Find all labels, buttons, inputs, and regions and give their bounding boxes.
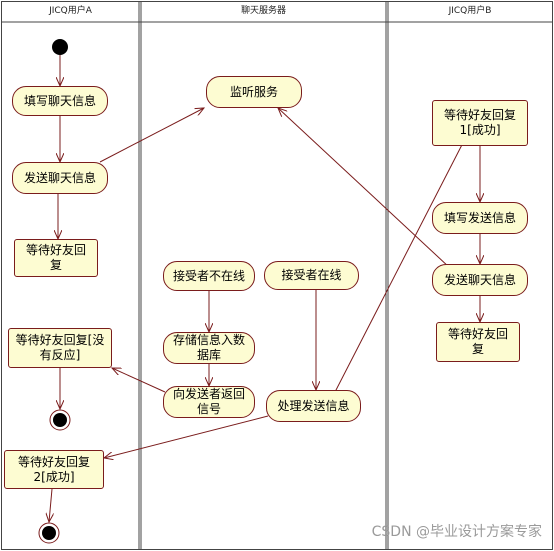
- edge-process-to-success2: [104, 415, 269, 458]
- action-send-chat-info-b: 发送聊天信息: [432, 264, 528, 296]
- action-return-signal-label: 向发送者返回信号: [172, 387, 245, 416]
- edge-success-to-final: [49, 488, 52, 522]
- initial-node: [52, 39, 68, 55]
- state-wait-friend-reply-b: 等待好友回复: [436, 322, 520, 362]
- state-wait-reply1-success-label: 等待好友回复1[成功]: [443, 108, 516, 137]
- final-node-2-core: [42, 526, 56, 540]
- action-fill-chat-info: 填写聊天信息: [12, 86, 108, 116]
- state-wait-reply2-success-label: 等待好友回复2[成功]: [17, 454, 90, 484]
- watermark: CSDN @毕业设计方案专家: [371, 524, 542, 540]
- action-store-to-db-label: 存储信息入数据库: [172, 333, 245, 362]
- action-send-chat-info-a-label: 发送聊天信息: [23, 170, 96, 185]
- state-wait-reply1-success: 等待好友回复1[成功]: [432, 100, 528, 146]
- action-return-signal: 向发送者返回信号: [163, 386, 255, 418]
- state-wait-no-response-label: 等待好友回复[没有反应]: [15, 333, 105, 362]
- edge-send-b-to-listen: [278, 108, 451, 269]
- action-receiver-online: 接受者在线: [264, 261, 359, 290]
- action-process-send: 处理发送信息: [266, 390, 361, 422]
- edge-process-to-reply1: [334, 135, 467, 393]
- action-receiver-online-label: 接受者在线: [281, 268, 342, 282]
- state-wait-friend-reply-b-label: 等待好友回复: [447, 327, 508, 356]
- action-send-chat-info-b-label: 发送聊天信息: [443, 272, 516, 287]
- lane-header-user-b: JICQ用户B: [448, 6, 492, 16]
- state-wait-no-response: 等待好友回复[没有反应]: [8, 328, 112, 368]
- action-listen-service-label: 监听服务: [229, 84, 278, 99]
- action-listen-service: 监听服务: [206, 76, 302, 108]
- action-send-chat-info-a: 发送聊天信息: [12, 162, 108, 194]
- lane-header-server: 聊天服务器: [240, 6, 286, 16]
- final-node-1-core: [53, 413, 67, 427]
- action-fill-send-info-label: 填写发送信息: [443, 210, 516, 225]
- action-fill-send-info: 填写发送信息: [432, 202, 528, 234]
- state-wait-reply2-success: 等待好友回复2[成功]: [4, 450, 104, 489]
- action-receiver-offline-label: 接受者不在线: [172, 268, 245, 283]
- action-fill-chat-info-label: 填写聊天信息: [23, 93, 96, 108]
- action-store-to-db: 存储信息入数据库: [163, 332, 255, 364]
- edge-send-to-listen: [99, 108, 204, 163]
- action-receiver-offline: 接受者不在线: [163, 261, 255, 291]
- edge-return-to-noresponse: [112, 368, 166, 393]
- state-wait-friend-reply-a: 等待好友回复: [14, 239, 98, 277]
- action-process-send-label: 处理发送信息: [277, 398, 350, 413]
- lane-header-user-a: JICQ用户A: [49, 6, 92, 16]
- state-wait-friend-reply-a-label: 等待好友回复: [25, 243, 86, 272]
